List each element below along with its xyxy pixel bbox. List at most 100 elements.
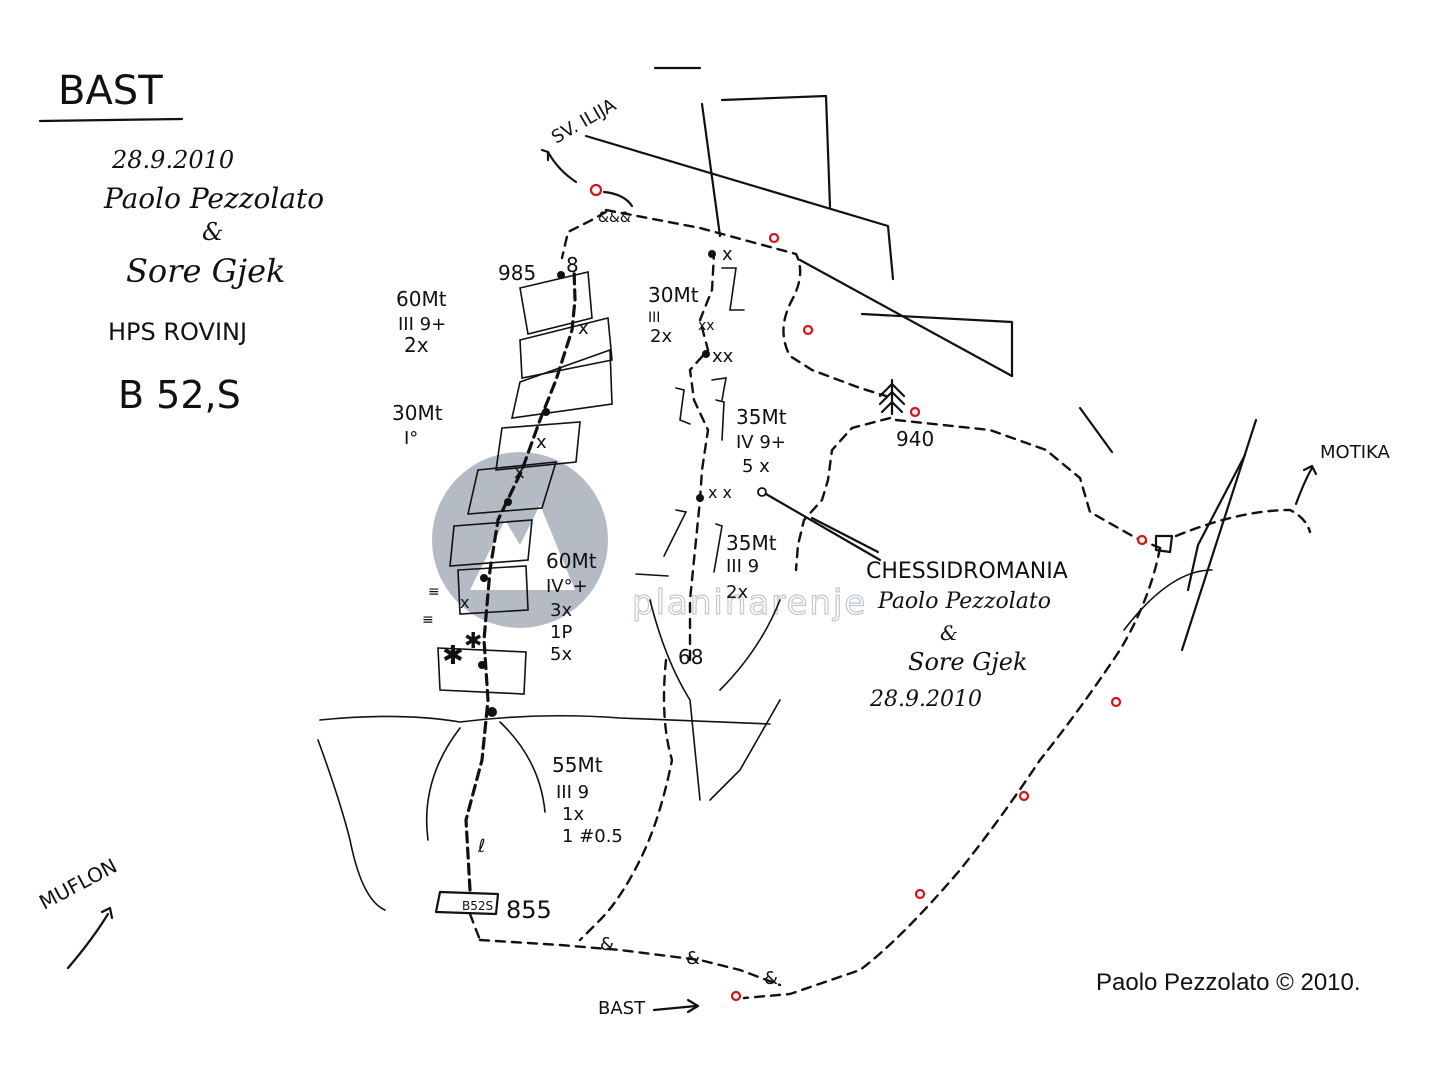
base-terrain (319, 714, 771, 725)
header-and: & (202, 218, 223, 246)
belay-icon-base-3: & (764, 968, 778, 989)
pitch-labels-right: 30Mt III 2x 35Mt IV 9+ 5 x 35Mt III 9 2x (648, 283, 787, 603)
tree-icon (878, 378, 906, 416)
belay-chess-top (708, 250, 716, 258)
path-summit-right (894, 418, 1162, 550)
trail-marker (730, 990, 742, 1002)
chess-pitch3-grade: III 9 (726, 556, 759, 577)
route-b52s: 8 x x x x ℓ ✱ ✱ ≡ ≡ B52S 855 985 (422, 253, 613, 924)
pitch-frame-8 (437, 647, 527, 695)
chess-frame-2 (711, 377, 727, 401)
belay-b52s-5 (478, 661, 486, 669)
chess-pitch2-grade: IV 9+ (736, 432, 786, 453)
route-chessidromania: x xx xx x x 68 (635, 244, 882, 669)
direction-top: SV. ILIJA (548, 94, 620, 148)
summit-elevation: 940 (896, 427, 934, 451)
arrow-bottom-head (686, 998, 700, 1014)
second-route-and: & (940, 621, 958, 645)
ridge-top-3 (720, 94, 832, 209)
header-club: HPS ROVINJ (108, 318, 247, 346)
second-route-note: CHESSIDROMANIA Paolo Pezzolato & Sore Gj… (866, 559, 1068, 712)
path-summit-left (794, 416, 892, 572)
central-rock (649, 599, 701, 801)
path-base-box-link (468, 912, 482, 942)
trail-marker (1110, 696, 1122, 708)
chess-frame-1 (721, 267, 745, 311)
arrow-top-line (546, 150, 578, 184)
path-central-down (578, 658, 674, 942)
bolt-cluster-top: &&& (598, 210, 631, 226)
belay-chess-point (757, 487, 767, 497)
arrow-right-line (1294, 466, 1314, 506)
rock-edge (719, 599, 781, 691)
belay-icon-base-1: & (600, 934, 614, 955)
pitch4-pro2: 1 #0.5 (562, 826, 623, 847)
chess-pitch1-grade: III (648, 310, 660, 326)
path-right-down (742, 546, 1162, 1000)
pitch-frame-4 (495, 421, 581, 471)
ridge-right-1 (798, 258, 1014, 378)
chess-pointer-line (764, 492, 882, 562)
arrow-bottom-line (652, 1004, 698, 1012)
sign-icon (1154, 534, 1174, 554)
belay-chess-2 (702, 350, 710, 358)
pitch-frame-6 (449, 519, 533, 567)
path-base-left (478, 938, 782, 987)
copyright-credit: Paolo Pezzolato © 2010. (1096, 969, 1361, 996)
second-route-climber1: Paolo Pezzolato (877, 589, 1051, 614)
chess-pitch3-length: 35Mt (726, 531, 777, 555)
belay-b52s-4 (480, 574, 488, 582)
summit: 940 (878, 378, 1174, 554)
pitch1-length: 60Mt (396, 287, 447, 311)
route-name: B 52,S (118, 373, 241, 417)
watermark: planinarenje (432, 452, 867, 628)
chess-frame-6 (713, 523, 723, 573)
pitch2-length: 30Mt (392, 401, 443, 425)
base-box (434, 890, 500, 916)
arrow-left-head (100, 906, 114, 920)
bolt-b52s-2: x (536, 432, 547, 453)
belay-b52s-top (557, 271, 565, 279)
bolt-b52s-1: x (578, 318, 589, 339)
rock-face-x (1123, 569, 1213, 631)
belay-chess-base: 68 (678, 645, 703, 669)
pitch3-pro2: 1P (550, 622, 572, 643)
bolt-chess-1: x (722, 244, 733, 265)
chess-pitch1-pro: 2x (650, 326, 672, 347)
pitch3-pro3: 5x (550, 644, 572, 665)
trail-marker (909, 406, 921, 418)
belay-chess-3 (696, 494, 704, 502)
second-route-climber2: Sore Gjek (908, 648, 1028, 676)
bolt-b52s-3: x (514, 462, 525, 483)
direction-bottom: BAST (598, 998, 646, 1019)
pitch1-pro: 2x (404, 333, 429, 357)
gully-left (425, 727, 461, 841)
chess-pointer-line-2 (810, 516, 880, 554)
belay-b52s-2 (542, 408, 550, 416)
pitch-frame-3 (510, 348, 613, 419)
header-climber2: Sore Gjek (126, 252, 285, 290)
trail-marker (768, 232, 780, 244)
path-top-descent (560, 210, 608, 260)
route-b52s-line (464, 266, 577, 892)
pitch3-pro1: 3x (550, 600, 572, 621)
pitch-frame-1 (519, 271, 593, 335)
pitch4-pro1: 1x (562, 804, 584, 825)
pitch-frame-2 (519, 316, 613, 379)
chess-frame-3 (675, 387, 691, 425)
trail-marker (1136, 534, 1148, 546)
pitch-frame-5 (466, 461, 558, 515)
rock-edge-2 (709, 699, 781, 801)
belay-b52s-3 (504, 498, 512, 506)
header-climber1: Paolo Pezzolato (103, 182, 324, 215)
second-route-name: CHESSIDROMANIA (866, 559, 1068, 584)
watermark-mountain (470, 505, 575, 590)
direction-right: MOTIKA (1320, 442, 1390, 463)
approach-belays: & & & &&& (598, 210, 778, 989)
pitch1-grade: III 9+ (398, 314, 446, 335)
arrow-left-line (66, 912, 110, 970)
pitch-frame-7 (457, 565, 529, 615)
bush-icon-2: ✱ (464, 629, 482, 654)
watermark-text: planinarenje (632, 583, 867, 623)
